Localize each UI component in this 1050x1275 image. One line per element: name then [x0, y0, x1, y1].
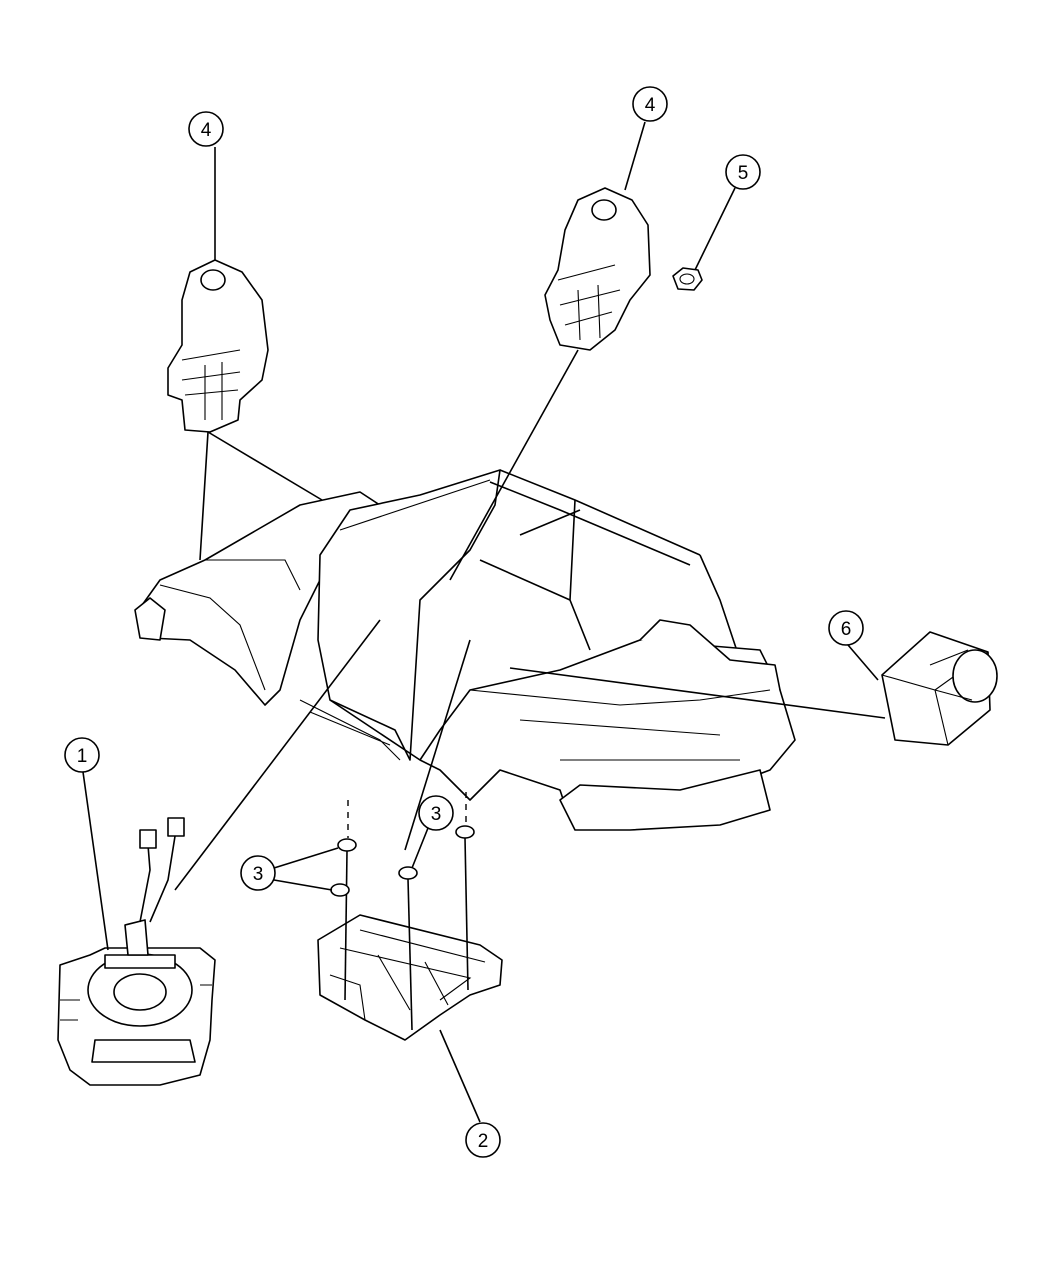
callout-4a: 4 — [188, 111, 224, 147]
callout-6-label: 6 — [841, 619, 852, 640]
callout-4b-label: 4 — [645, 95, 656, 116]
callout-6: 6 — [828, 610, 864, 646]
callout-3a: 3 — [240, 855, 276, 891]
callout-4b: 4 — [632, 86, 668, 122]
clockspring — [57, 817, 216, 1086]
callout-2: 2 — [465, 1122, 501, 1158]
callout-5-label: 5 — [738, 163, 749, 184]
rollover-sensor — [881, 631, 998, 746]
callouts: 1 2 3 3 4 4 5 6 — [64, 86, 864, 1158]
callout-3a-label: 3 — [253, 864, 264, 885]
callout-1-label: 1 — [77, 746, 88, 767]
callout-1: 1 — [64, 737, 100, 773]
nut-c — [398, 866, 418, 1031]
leader-lines — [82, 121, 886, 1123]
impact-sensor-right — [544, 187, 651, 351]
nut-a — [337, 838, 357, 1001]
flange-nut — [672, 267, 703, 291]
callout-4a-label: 4 — [201, 120, 212, 141]
callout-2-label: 2 — [478, 1131, 489, 1152]
vehicle-body — [134, 469, 796, 831]
callout-5: 5 — [725, 154, 761, 190]
callout-3b: 3 — [418, 795, 454, 831]
nut-d — [455, 825, 475, 991]
nut-b — [330, 883, 350, 897]
mounting-nuts — [330, 792, 475, 1031]
callout-3b-label: 3 — [431, 804, 442, 825]
impact-sensor-left — [167, 259, 269, 433]
